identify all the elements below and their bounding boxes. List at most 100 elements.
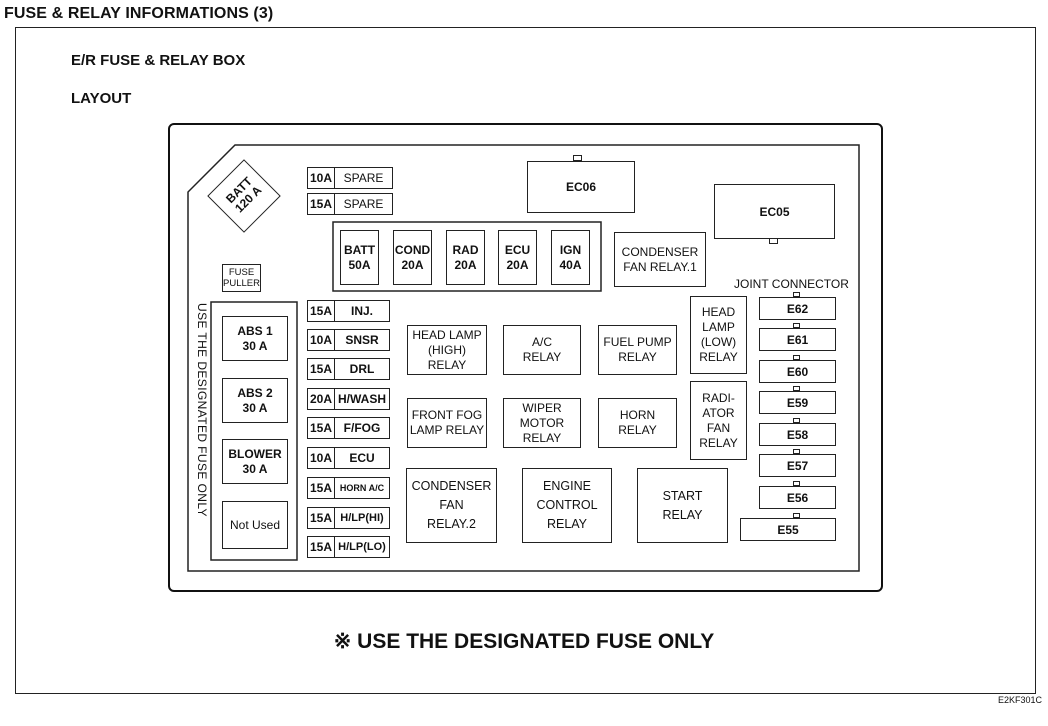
relay-engine-control: ENGINE CONTROL RELAY (522, 468, 612, 543)
fuse-name: ABS 2 (237, 385, 273, 400)
fuse-amp: 20A (454, 257, 477, 272)
mini-fuse-ffog: 15A F/FOG (307, 417, 390, 439)
joint-connector-e60: E60 (759, 360, 836, 383)
e61-tab (793, 323, 800, 328)
e62-tab (793, 292, 800, 297)
fuse-name: H/WASH (338, 392, 386, 406)
mini-fuse-ecu: 10A ECU (307, 447, 390, 469)
relay-label: HEAD LAMP (HIGH) RELAY (412, 327, 482, 372)
relay-label: RADI- ATOR FAN RELAY (699, 390, 738, 450)
fuse-name: SNSR (345, 333, 379, 347)
fuse-name: INJ. (350, 304, 373, 318)
ec06-tab (573, 155, 582, 161)
relay-radiator-fan: RADI- ATOR FAN RELAY (690, 381, 747, 460)
fuse-name: DRL (349, 362, 375, 376)
relay-label: START RELAY (662, 488, 703, 522)
relay-label: FRONT FOG LAMP RELAY (409, 408, 485, 437)
fuse-amp: 20A (308, 389, 335, 409)
main-fuse-cond: COND 20A (393, 230, 432, 285)
relay-label: HORN RELAY (618, 408, 657, 437)
relay-wiper-motor: WIPER MOTOR RELAY (503, 398, 581, 448)
relay-head-lamp-low: HEAD LAMP (LOW) RELAY (690, 296, 747, 374)
mini-fuse-inj: 15A INJ. (307, 300, 390, 322)
connector-ec05: EC05 (714, 184, 835, 239)
fuse-name: SPARE (343, 171, 384, 185)
designated-fuse-note: ※ USE THE DESIGNATED FUSE ONLY (333, 630, 715, 653)
relay-fuel-pump: FUEL PUMP RELAY (598, 325, 677, 375)
joint-connector-e57: E57 (759, 454, 836, 477)
relay-ac: A/C RELAY (503, 325, 581, 375)
connector-ec06: EC06 (527, 161, 635, 213)
fuse-name: ECU (504, 242, 531, 257)
fuse-name: H/LP(LO) (338, 541, 386, 553)
relay-label: WIPER MOTOR RELAY (519, 400, 565, 445)
relay-front-fog-lamp: FRONT FOG LAMP RELAY (407, 398, 487, 448)
page-title: FUSE & RELAY INFORMATIONS (3) (4, 5, 274, 22)
fuse-amp: 15A (308, 537, 335, 557)
spare-fuse-2: 15A SPARE (307, 193, 393, 215)
ec05-tab (769, 238, 778, 244)
fuse-name: BLOWER (228, 446, 282, 461)
fuse-amp: 30 A (242, 338, 268, 353)
figure-id: E2KF301C (997, 695, 1042, 705)
section-subtitle: E/R FUSE & RELAY BOX (71, 52, 246, 69)
relay-horn: HORN RELAY (598, 398, 677, 448)
mini-fuse-hlp-hi: 15A H/LP(HI) (307, 507, 390, 529)
fuse-amp: 30 A (242, 461, 268, 476)
e58-tab (793, 418, 800, 423)
fuse-amp: 15A (308, 418, 335, 438)
fuse-amp: 20A (401, 257, 424, 272)
joint-connector-e58: E58 (759, 423, 836, 446)
mini-fuse-horn-ac: 15A HORN A/C (307, 477, 390, 499)
large-fuse-abs1: ABS 1 30 A (222, 316, 288, 361)
fuse-name: RAD (452, 242, 479, 257)
mini-fuse-hlp-lo: 15A H/LP(LO) (307, 536, 390, 558)
fuse-name: IGN (559, 242, 582, 257)
fuse-amp: 50A (348, 257, 371, 272)
fuse-amp: 15A (308, 359, 335, 379)
main-fuse-rad: RAD 20A (446, 230, 485, 285)
page-frame (15, 27, 1036, 694)
fuse-amp: 15A (308, 194, 335, 214)
joint-connector-label: JOINT CONNECTOR (734, 277, 849, 291)
fuse-amp: 10A (308, 168, 335, 188)
fuse-name: H/LP(HI) (340, 512, 384, 524)
large-fuse-not-used: Not Used (222, 501, 288, 549)
fuse-name: ECU (349, 451, 375, 465)
e55-tab (793, 513, 800, 518)
relay-start: START RELAY (637, 468, 728, 543)
e60-tab (793, 355, 800, 360)
mini-fuse-drl: 15A DRL (307, 358, 390, 380)
fuse-name: HORN A/C (339, 483, 385, 493)
fuse-name: BATT (343, 242, 376, 257)
e59-tab (793, 386, 800, 391)
relay-condenser-fan-2: CONDENSER FAN RELAY.2 (406, 468, 497, 543)
joint-connector-e55: E55 (740, 518, 836, 541)
main-fuse-ecu: ECU 20A (498, 230, 537, 285)
large-fuse-abs2: ABS 2 30 A (222, 378, 288, 423)
joint-connector-e59: E59 (759, 391, 836, 414)
fuse-amp: 15A (308, 478, 335, 498)
relay-label: A/C RELAY (522, 335, 562, 364)
fuse-amp: 15A (308, 301, 335, 321)
fuse-name: COND (394, 242, 431, 257)
fuse-name: ABS 1 (237, 323, 273, 338)
spare-fuse-1: 10A SPARE (307, 167, 393, 189)
e57-tab (793, 449, 800, 454)
fuse-amp: 20A (506, 257, 529, 272)
fuse-amp: 30 A (242, 400, 268, 415)
relay-label: ENGINE CONTROL RELAY (536, 479, 598, 531)
fuse-name: Not Used (229, 517, 281, 532)
relay-label: CONDENSER FAN RELAY.2 (411, 479, 492, 531)
mini-fuse-hwash: 20A H/WASH (307, 388, 390, 410)
relay-label: CONDENSER FAN RELAY.1 (621, 244, 699, 274)
fuse-amp: 15A (308, 508, 335, 528)
fuse-amp: 40A (559, 257, 582, 272)
joint-connector-e61: E61 (759, 328, 836, 351)
relay-condenser-fan-1: CONDENSER FAN RELAY.1 (614, 232, 706, 287)
fuse-name: SPARE (343, 197, 384, 211)
relay-label: FUEL PUMP RELAY (603, 335, 672, 364)
main-fuse-ign: IGN 40A (551, 230, 590, 285)
fuse-amp: 10A (308, 448, 335, 468)
e56-tab (793, 481, 800, 486)
